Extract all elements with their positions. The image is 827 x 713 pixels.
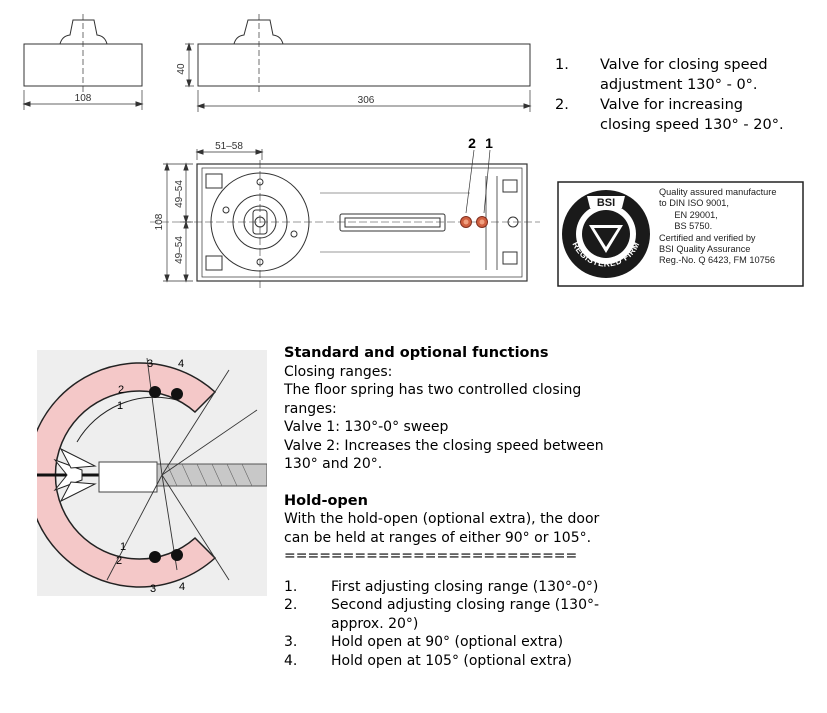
bsi-info: Quality assured manufacture to DIN ISO 9…: [659, 187, 777, 266]
footnote-text: Second adjusting closing range (130°- ap…: [331, 597, 600, 632]
footnote-number: 1.: [284, 578, 298, 595]
valve-description: Valve for increasing closing speed 130° …: [600, 97, 784, 133]
valve-number: 1.: [555, 57, 569, 73]
footnote-number: 2.: [284, 597, 298, 613]
label-4-bottom: 4: [179, 581, 185, 593]
label-1-bottom: 1: [120, 541, 126, 553]
valve-list: 1. Valve for closing speed adjustment 13…: [555, 55, 825, 135]
dim-40: 40: [176, 63, 187, 75]
valve-1-marker: [476, 216, 488, 228]
hold-open-line: With the hold-open (optional extra), the…: [284, 511, 600, 527]
dim-108-small: 108: [75, 93, 92, 104]
hold-open-90-top: [149, 386, 161, 398]
top-view-body: [196, 163, 528, 282]
label-2-top: 2: [118, 384, 124, 396]
valve-label-1: 1: [485, 135, 493, 151]
closing-range-diagram: 3 4 2 1 1 2 3 4: [37, 350, 267, 596]
valve-item: 1. Valve for closing speed adjustment 13…: [555, 55, 825, 95]
dim-49-54-upper: 49–54: [174, 180, 185, 208]
bsi-logo-text: BSI: [597, 197, 615, 209]
functions-line: Closing ranges:: [284, 363, 393, 380]
functions-line: Valve 1: 130°-0° sweep: [284, 419, 449, 435]
valve-label-2: 2: [468, 135, 476, 151]
functions-section: Standard and optional functions Closing …: [284, 344, 629, 670]
spindle-plate: [210, 172, 310, 272]
hold-open-90-bottom: [149, 551, 161, 563]
footnote-text: Hold open at 105° (optional extra): [331, 652, 572, 669]
footnote-text: Hold open at 90° (optional extra): [331, 634, 564, 650]
footnote-text: First adjusting closing range (130°-0°): [331, 578, 599, 595]
side-view-long: [197, 43, 531, 87]
functions-heading: Standard and optional functions: [284, 345, 549, 361]
list-item: 2. Second adjusting closing range (130°-…: [284, 596, 629, 633]
footnote-number: 3.: [284, 634, 298, 650]
dim-306: 306: [358, 95, 375, 106]
hold-open-105-top: [171, 388, 183, 400]
label-1-top: 1: [117, 400, 123, 412]
label-4-top: 4: [178, 358, 184, 370]
label-3-top: 3: [147, 358, 153, 370]
hold-open-line: can be held at ranges of either 90° or 1…: [284, 529, 592, 546]
technical-drawing: 40 108 306 51–58 108 49–54 49–54 2 1: [22, 14, 540, 288]
hold-open-105-bottom: [171, 549, 183, 561]
list-item: 4. Hold open at 105° (optional extra): [284, 652, 629, 671]
functions-line: The floor spring has two controlled clos…: [284, 382, 582, 398]
functions-line: ranges:: [284, 400, 337, 417]
hold-open-heading: Hold-open: [284, 492, 368, 509]
dim-51-58: 51–58: [215, 141, 243, 152]
separator-line: =========================: [284, 548, 578, 564]
footnote-number: 4.: [284, 652, 298, 669]
list-item: 1. First adjusting closing range (130°-0…: [284, 578, 629, 597]
list-item: 3. Hold open at 90° (optional extra): [284, 633, 629, 652]
valve-description: Valve for closing speed adjustment 130° …: [600, 57, 768, 93]
bsi-certificate: BSI REGISTERED FIRM Quality assured manu…: [557, 181, 804, 287]
functions-line: 130° and 20°.: [284, 456, 383, 472]
dim-108-top: 108: [154, 213, 165, 230]
label-2-bottom: 2: [116, 555, 122, 567]
dim-49-54-lower: 49–54: [174, 236, 185, 264]
footnote-list: 1. First adjusting closing range (130°-0…: [284, 578, 629, 671]
valve-item: 2. Valve for increasing closing speed 13…: [555, 95, 825, 135]
label-3-bottom: 3: [150, 583, 156, 595]
valve-2-marker: [460, 216, 472, 228]
valve-number: 2.: [555, 97, 569, 113]
functions-line: Valve 2: Increases the closing speed bet…: [284, 437, 604, 454]
bsi-logo: [562, 190, 650, 278]
